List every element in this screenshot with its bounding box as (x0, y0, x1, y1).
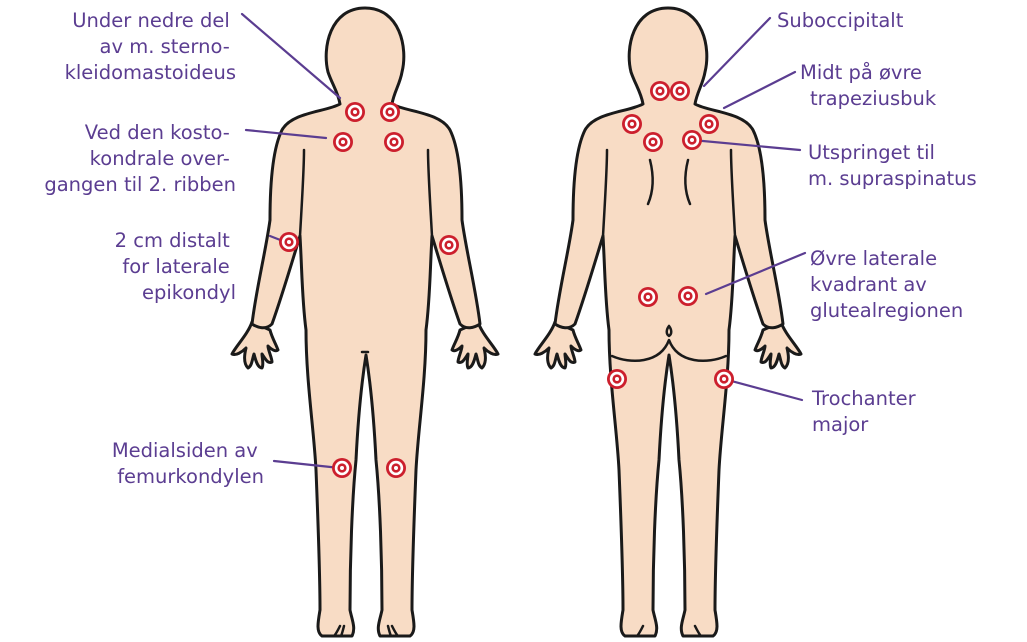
target-circle-icon (682, 130, 702, 150)
label-line: glutealregionen (810, 299, 963, 322)
target-circle-icon (386, 458, 406, 478)
label-line: kvadrant av (810, 273, 927, 296)
target-circle-icon (607, 369, 627, 389)
target-circle-icon (699, 114, 719, 134)
target-circle-icon (345, 102, 365, 122)
leader-line (704, 18, 770, 86)
label-trapezius: Midt på øvre trapeziusbuk (800, 61, 937, 110)
target-circle-icon (439, 235, 459, 255)
label-line: epikondyl (142, 281, 236, 304)
label-line: trapeziusbuk (810, 87, 937, 110)
label-line: Midt på øvre (800, 61, 922, 84)
label-epikondyl: 2 cm distalt for laterale epikondyl (115, 229, 236, 304)
target-circle-icon (279, 232, 299, 252)
label-kostokondrale: Ved den kosto- kondrale over- gangen til… (44, 121, 236, 196)
label-supraspinatus: Utspringet til m. supraspinatus (808, 141, 977, 190)
label-line: Ved den kosto- (85, 121, 230, 144)
target-circle-icon (332, 458, 352, 478)
target-circle-icon (714, 369, 734, 389)
label-line: femurkondylen (117, 465, 264, 488)
label-line: Medialsiden av (112, 439, 258, 462)
label-line: m. supraspinatus (808, 167, 977, 190)
label-femurkondyl: Medialsiden av femurkondylen (112, 439, 264, 488)
label-gluteal: Øvre laterale kvadrant av glutealregione… (810, 247, 963, 322)
label-line: Øvre laterale (810, 247, 937, 270)
label-line: kondrale over- (90, 147, 230, 170)
label-suboccipital: Suboccipitalt (777, 9, 904, 32)
label-line: Trochanter (811, 387, 917, 410)
target-circle-icon (638, 287, 658, 307)
target-circle-icon (380, 102, 400, 122)
label-trochanter: Trochanter major (811, 387, 922, 436)
target-circle-icon (643, 132, 663, 152)
target-circle-icon (333, 132, 353, 152)
label-line: kleidomastoideus (65, 61, 236, 84)
target-circle-icon (650, 81, 670, 101)
front-body-figure (232, 8, 498, 636)
target-circle-icon (670, 81, 690, 101)
labels: Under nedre del av m. sterno- kleidomast… (44, 9, 976, 488)
label-line: Utspringet til (808, 141, 935, 164)
leader-line (724, 72, 795, 108)
label-line: Suboccipitalt (777, 9, 904, 32)
back-body-figure (535, 8, 801, 636)
label-line: major (812, 413, 869, 436)
label-line: 2 cm distalt (115, 229, 230, 252)
label-line: for laterale (122, 255, 229, 278)
label-line: Under nedre del (72, 9, 230, 32)
label-line: gangen til 2. ribben (44, 173, 236, 196)
leader-line (724, 379, 802, 400)
target-circle-icon (622, 114, 642, 134)
target-circle-icon (384, 132, 404, 152)
label-line: av m. sterno- (100, 35, 230, 58)
label-sternocleido: Under nedre del av m. sterno- kleidomast… (65, 9, 236, 84)
target-circle-icon (678, 286, 698, 306)
